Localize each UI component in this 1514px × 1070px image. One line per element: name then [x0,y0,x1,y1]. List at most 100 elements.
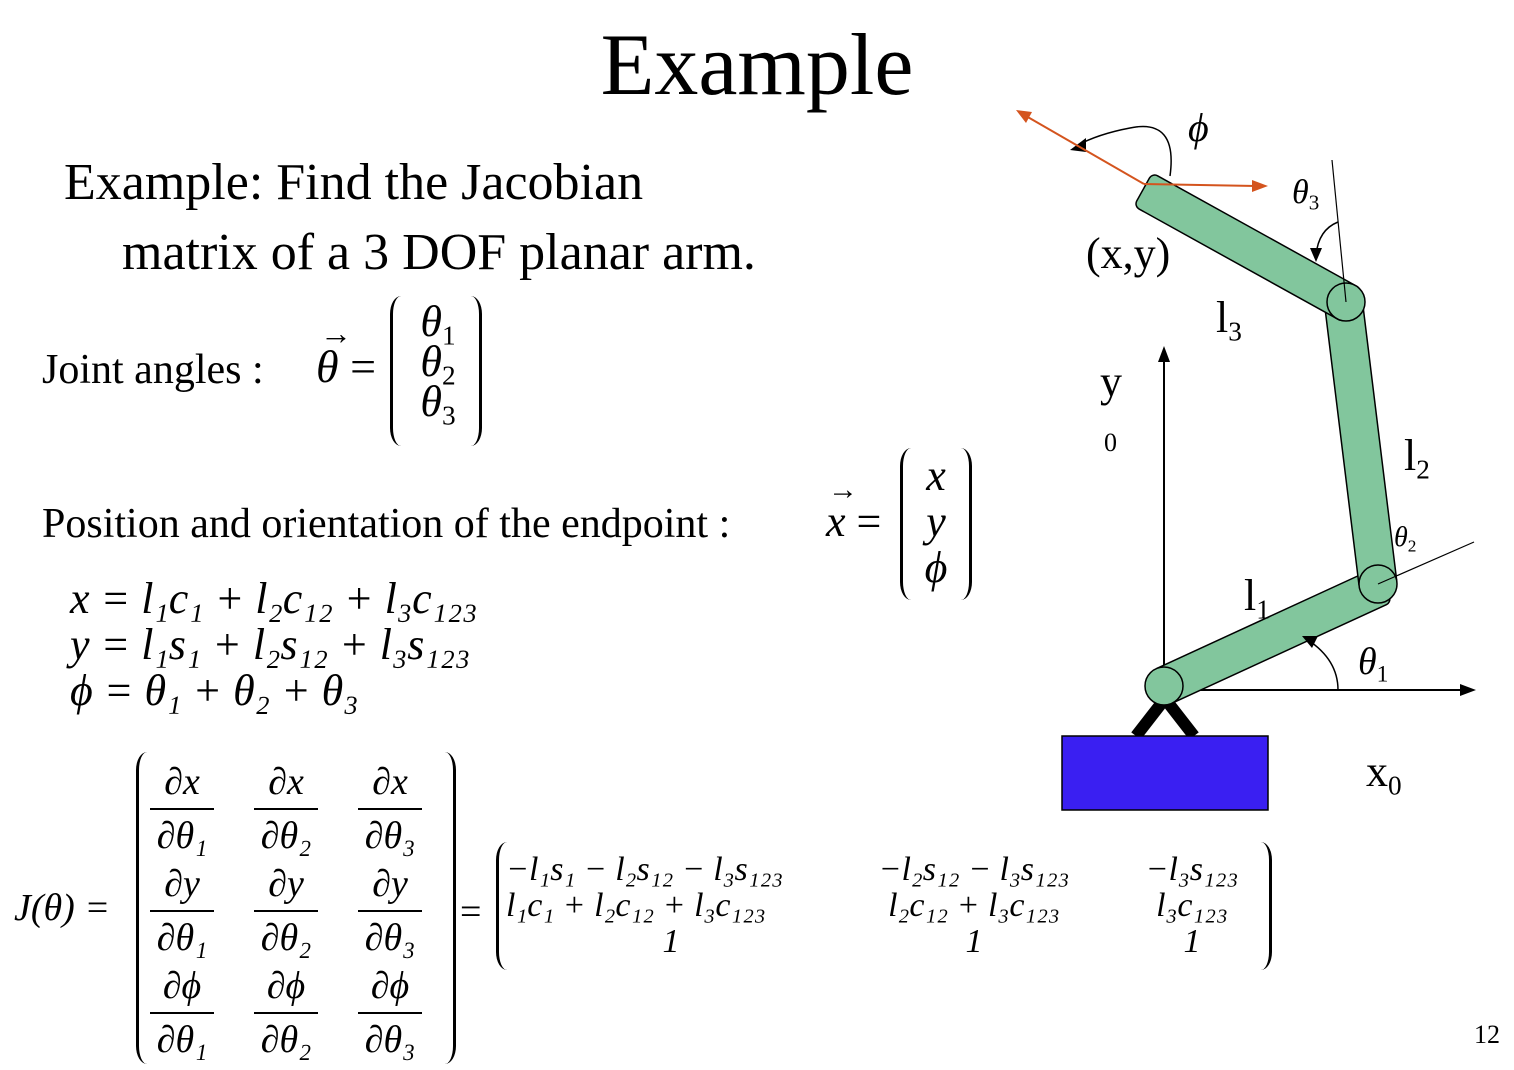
base-leg-left [1131,696,1169,740]
kinematics-equations: x = l₁c₁ + l₂c₁₂ + l₃c₁₂₃ y = l₁s₁ + l₂s… [70,576,478,714]
jacobian-entry-7: 1 [965,923,983,960]
partial-derivative-0: ∂x ∂θ₁ [146,760,218,860]
endpoint-y: y [926,497,946,546]
partial-derivative-3: ∂y ∂θ₁ [146,862,218,962]
fraction-bar [150,910,214,912]
fraction-bar [254,1012,318,1014]
partial-derivative-5: ∂y ∂θ₃ [354,862,426,962]
theta-3: θ3 [420,377,456,431]
jacobian-entry-8: 1 [1183,923,1201,960]
endpoint-x: x [926,451,946,500]
partial-derivative-matrix: ∂x ∂θ₁ ∂x ∂θ₂ ∂x ∂θ₃ ∂y ∂θ₁ ∂y ∂θ₂ ∂y ∂θ₃ ∂ϕ ∂θ₁ ∂ϕ ∂θ₂… [136,752,456,1064]
label-l3: l3 [1216,293,1242,347]
partial-numerator: ∂ϕ [162,965,202,1007]
partial-denominator: ∂θ₂ [260,815,312,857]
y0-axis-arrowhead [1158,346,1170,362]
robot-base [1061,735,1269,811]
page-number: 12 [1474,1020,1500,1049]
partial-denominator: ∂θ₃ [364,917,416,959]
endpoint-orientation-vector [1025,115,1145,185]
link-2 [1324,297,1398,591]
problem-statement: Example: Find the Jacobian matrix of a 3… [64,148,756,288]
theta-1: θ1 [420,297,456,351]
partial-derivative-1: ∂x ∂θ₂ [250,760,322,860]
problem-line-2: matrix of a 3 DOF planar arm. [122,224,756,281]
phi-arc [1075,125,1172,177]
partial-denominator: ∂θ₂ [260,917,312,959]
label-theta3: θ3 [1292,174,1320,215]
partial-denominator: ∂θ₁ [156,1019,208,1061]
fraction-bar [358,1012,422,1014]
partial-numerator: ∂y [372,863,408,905]
jacobian-entry-6: 1 [662,923,680,960]
label-theta2: θ2 [1394,522,1417,556]
partial-derivative-4: ∂y ∂θ₂ [250,862,322,962]
fraction-bar [358,910,422,912]
fraction-bar [150,1012,214,1014]
label-endpoint-xy: (x,y) [1086,229,1171,278]
partial-numerator: ∂ϕ [266,965,306,1007]
partial-denominator: ∂θ₂ [260,1019,312,1061]
partial-numerator: ∂ϕ [370,965,410,1007]
fraction-bar [254,808,318,810]
partial-denominator: ∂θ₁ [156,917,208,959]
theta-2: θ2 [420,337,456,391]
partial-numerator: ∂x [268,761,304,803]
endpoint-x-direction [1143,183,1257,187]
jacobian-entry-3: l₁c₁ + l₂c₁₂ + l₃c₁₂₃ [506,887,766,924]
endpoint-x-direction-arrowhead [1252,180,1268,192]
jacobian-entry-1: −l₂s₁₂ − l₃s₁₂₃ [878,851,1070,888]
link-1 [1153,568,1391,704]
partial-derivative-6: ∂ϕ ∂θ₁ [146,964,218,1064]
label-theta1: θ1 [1358,641,1389,688]
theta1-arc-arrowhead [1302,636,1318,648]
jacobian-entry-0: −l₁s₁ − l₂s₁₂ − l₃s₁₂₃ [506,851,784,888]
partial-numerator: ∂x [372,761,408,803]
partial-derivative-8: ∂ϕ ∂θ₃ [354,964,426,1064]
label-l2: l2 [1404,431,1430,485]
fraction-bar [150,808,214,810]
link-1-extension-line [1377,541,1475,585]
endpoint-vector: x y ϕ [900,448,972,600]
theta-vector-symbol: → θ = [316,315,377,392]
base-leg-right [1161,696,1199,740]
endpoint-orientation-arrowhead [1016,110,1032,123]
problem-line-1: Example: Find the Jacobian [64,154,644,211]
x-vector-symbol: → x = [826,473,882,546]
theta1-arc [1307,639,1339,691]
label-phi: ϕ [1188,105,1209,150]
partial-denominator: ∂θ₁ [156,815,208,857]
label-x0: x0 [1366,747,1402,801]
endpoint-phi: ϕ [924,543,948,592]
partial-denominator: ∂θ₃ [364,1019,416,1061]
fraction-bar [254,910,318,912]
partial-numerator: ∂y [268,863,304,905]
label-l1: l1 [1244,571,1270,625]
jacobian-entry-4: l₂c₁₂ + l₃c₁₂₃ [888,887,1060,924]
partial-numerator: ∂x [164,761,200,803]
equals-sign: = [460,891,482,933]
joint-angle-vector: θ1 θ2 θ3 [390,296,482,446]
endpoint-label: Position and orientation of the endpoint… [42,501,731,547]
equation-y: y = l₁s₁ + l₂s₁₂ + l₃s₁₂₃ [70,620,471,669]
page-title: Example [600,17,914,114]
partial-derivative-7: ∂ϕ ∂θ₂ [250,964,322,1064]
partial-denominator: ∂θ₃ [364,815,416,857]
jacobian-result-matrix: −l₁s₁ − l₂s₁₂ − l₃s₁₂₃ −l₂s₁₂ − l₃s₁₂₃ −l₃… [496,842,1272,970]
partial-numerator: ∂y [164,863,200,905]
jacobian-lhs: J(θ) = [14,887,110,929]
link-2-extension-line [1331,159,1347,303]
joint-angles-label: Joint angles : [42,347,264,393]
fraction-bar [358,808,422,810]
x0-axis-arrowhead [1460,684,1476,696]
equation-x: x = l₁c₁ + l₂c₁₂ + l₃c₁₂₃ [70,574,478,623]
partial-derivative-2: ∂x ∂θ₃ [354,760,426,860]
jacobian-entry-5: l₃c₁₂₃ [1156,887,1228,924]
joint-1 [1144,666,1184,706]
jacobian-entry-2: −l₃s₁₂₃ [1145,851,1239,888]
theta3-arc-arrowhead [1310,248,1322,262]
label-y: y [1100,357,1122,406]
label-y-subscript: 0 [1104,428,1117,457]
equation-phi: ϕ = θ₁ + θ₂ + θ₃ [70,666,359,715]
